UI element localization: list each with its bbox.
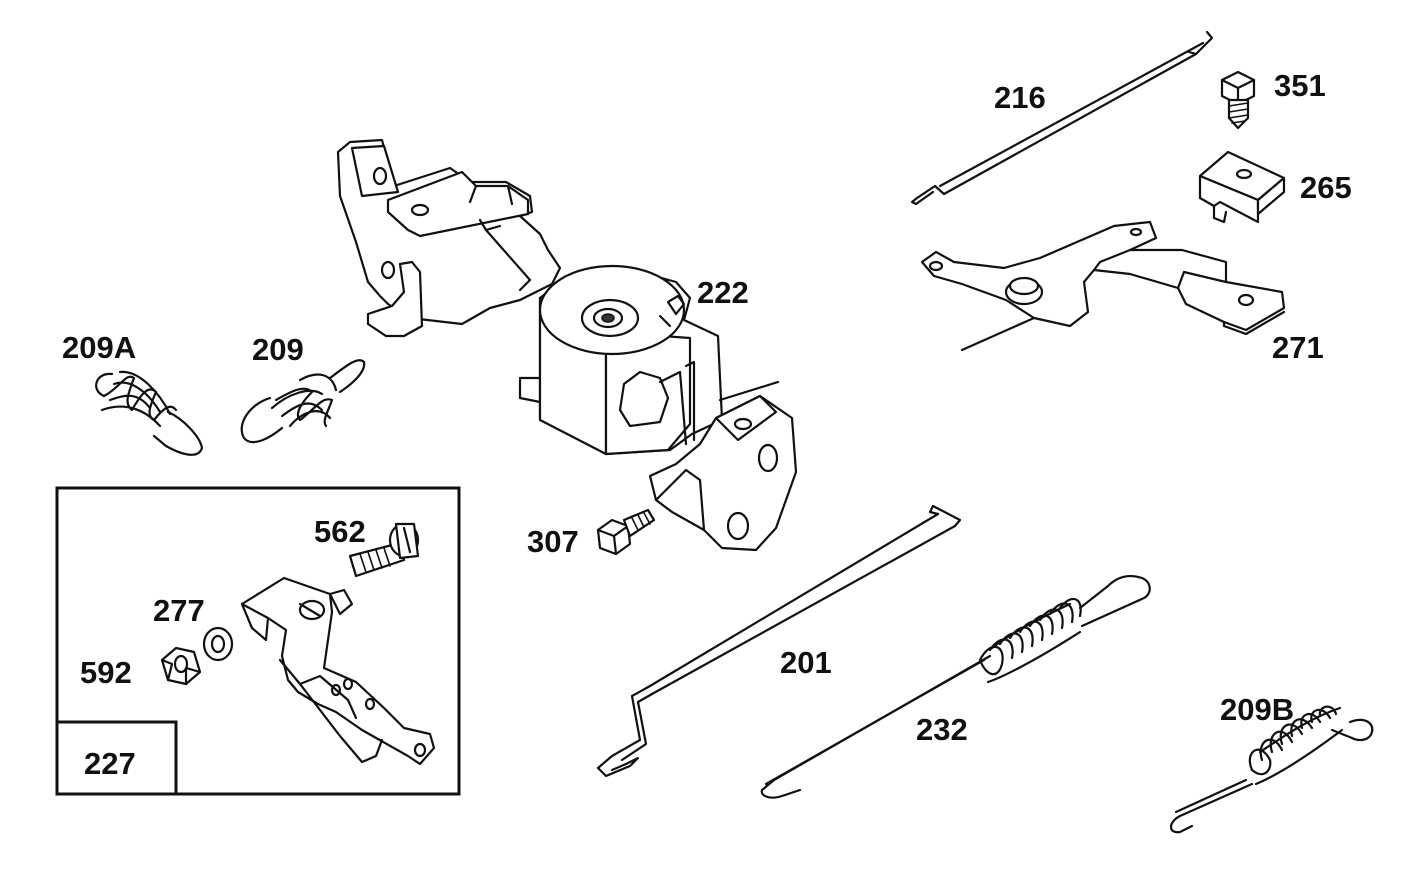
part-227-inset [55, 486, 461, 796]
part-265-clip [1198, 150, 1286, 224]
part-209A-spring [95, 370, 204, 456]
part-201-link-rod [596, 504, 962, 778]
control-bracket-assembly [336, 138, 798, 552]
part-307-screw [596, 508, 656, 556]
label-351: 351 [1274, 68, 1326, 103]
label-222: 222 [697, 275, 749, 310]
label-209A: 209A [62, 330, 136, 365]
label-201: 201 [780, 645, 832, 680]
label-592: 592 [80, 655, 132, 690]
label-271: 271 [1272, 330, 1324, 365]
part-271-bracket [920, 220, 1286, 352]
label-277: 277 [153, 593, 205, 628]
part-562-bolt [348, 522, 420, 578]
part-209B-spring [1169, 705, 1374, 834]
label-209B: 209B [1220, 692, 1294, 727]
label-216: 216 [994, 80, 1046, 115]
label-562: 562 [314, 514, 366, 549]
label-232: 232 [916, 712, 968, 747]
part-351-screw [1220, 70, 1256, 130]
label-265: 265 [1300, 170, 1352, 205]
part-277-washer [202, 626, 234, 662]
part-216-link-rod [910, 30, 1214, 206]
label-227: 227 [84, 746, 136, 781]
part-592-nut [160, 646, 202, 686]
part-227-lever [240, 576, 436, 766]
label-209: 209 [252, 332, 304, 367]
label-307: 307 [527, 524, 579, 559]
part-209-spring [240, 359, 366, 444]
part-232-spring [760, 575, 1151, 799]
